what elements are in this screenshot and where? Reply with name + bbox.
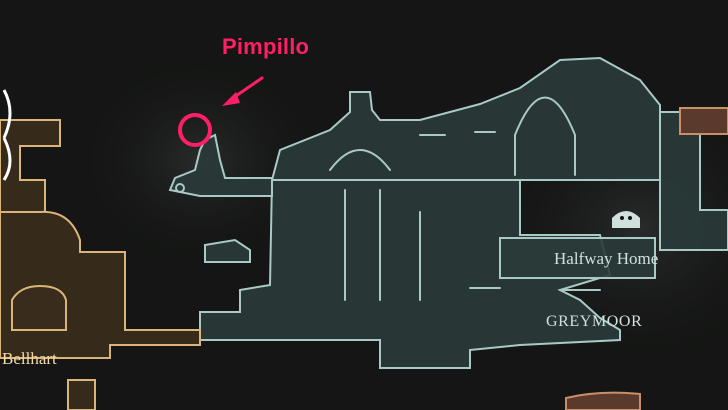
halfway-home-icon xyxy=(612,211,640,228)
pimpillo-callout-label[interactable]: Pimpillo xyxy=(222,34,310,59)
greymoor-area-label: GREYMOOR xyxy=(546,313,643,330)
pimpillo-marker[interactable] xyxy=(178,76,264,147)
east-rooms xyxy=(565,107,728,410)
marker-arrow-head xyxy=(222,92,240,106)
bellhart-emblem-icon xyxy=(2,89,12,181)
greymoor-detail-lines xyxy=(175,96,601,301)
bellhart-area-label: Bellhart xyxy=(2,349,57,368)
bellhart-region xyxy=(0,119,201,410)
marker-ring[interactable] xyxy=(178,113,212,147)
greymoor-region xyxy=(168,56,728,369)
halfway-home-label: Halfway Home xyxy=(554,249,659,268)
